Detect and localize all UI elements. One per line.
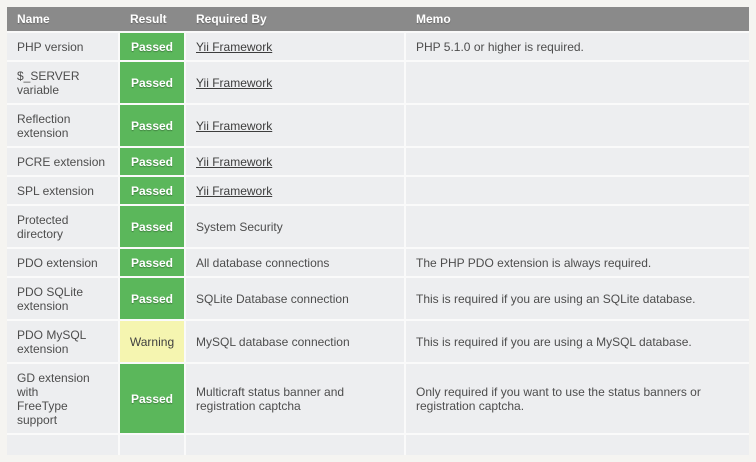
requirement-name-cell: GD extension with FreeType support: [7, 364, 120, 435]
result-badge: Warning: [120, 321, 186, 364]
required-by-cell: Yii Framework: [186, 177, 406, 206]
memo-cell: This is required if you are using an SQL…: [406, 278, 749, 321]
table-row: PDO MySQL extension Warning MySQL databa…: [7, 321, 749, 364]
result-badge: Passed: [120, 206, 186, 249]
result-badge: Passed: [120, 105, 186, 148]
requirement-name-cell: PHP version: [7, 33, 120, 62]
required-by-cell: SQLite Database connection: [186, 278, 406, 321]
table-body: PHP version Passed Yii Framework PHP 5.1…: [7, 33, 749, 455]
table-row: PCRE extension Passed Yii Framework: [7, 148, 749, 177]
table-row: Protected directory Passed System Securi…: [7, 206, 749, 249]
partial-cell: [7, 435, 120, 455]
result-badge: Passed: [120, 33, 186, 62]
table-row: PDO SQLite extension Passed SQLite Datab…: [7, 278, 749, 321]
required-by-cell: Yii Framework: [186, 105, 406, 148]
memo-cell: [406, 148, 749, 177]
requirement-name-cell: $_SERVER variable: [7, 62, 120, 105]
requirement-name-cell: Protected directory: [7, 206, 120, 249]
requirement-name-cell: PDO extension: [7, 249, 120, 278]
memo-cell: Only required if you want to use the sta…: [406, 364, 749, 435]
column-header-result: Result: [120, 7, 186, 33]
partial-cell: [120, 435, 186, 455]
required-by-link[interactable]: Yii Framework: [196, 75, 273, 90]
table-row: GD extension with FreeType support Passe…: [7, 364, 749, 435]
required-by-cell: MySQL database connection: [186, 321, 406, 364]
requirement-name-cell: PDO SQLite extension: [7, 278, 120, 321]
result-badge: Passed: [120, 62, 186, 105]
requirement-name-cell: Reflection extension: [7, 105, 120, 148]
requirement-name-cell: SPL extension: [7, 177, 120, 206]
header-row: Name Result Required By Memo: [7, 7, 749, 33]
column-header-required-by: Required By: [186, 7, 406, 33]
table-header: Name Result Required By Memo: [7, 7, 749, 33]
column-header-memo: Memo: [406, 7, 749, 33]
required-by-text: SQLite Database connection: [196, 291, 349, 306]
memo-cell: [406, 177, 749, 206]
required-by-text: System Security: [196, 219, 283, 234]
partial-cell: [186, 435, 406, 455]
required-by-cell: Multicraft status banner and registratio…: [186, 364, 406, 435]
partial-next-row: [7, 435, 749, 455]
result-badge: Passed: [120, 364, 186, 435]
result-badge: Passed: [120, 177, 186, 206]
column-header-name: Name: [7, 7, 120, 33]
requirements-table: Name Result Required By Memo PHP version…: [7, 7, 749, 455]
table-row: PDO extension Passed All database connec…: [7, 249, 749, 278]
result-badge: Passed: [120, 249, 186, 278]
required-by-link[interactable]: Yii Framework: [196, 118, 273, 133]
memo-cell: This is required if you are using a MySQ…: [406, 321, 749, 364]
partial-cell: [406, 435, 749, 455]
table-row: PHP version Passed Yii Framework PHP 5.1…: [7, 33, 749, 62]
memo-cell: PHP 5.1.0 or higher is required.: [406, 33, 749, 62]
requirement-name-cell: PDO MySQL extension: [7, 321, 120, 364]
required-by-text: Multicraft status banner and registratio…: [196, 384, 345, 413]
table-row: SPL extension Passed Yii Framework: [7, 177, 749, 206]
required-by-link[interactable]: Yii Framework: [196, 183, 273, 198]
required-by-cell: Yii Framework: [186, 33, 406, 62]
memo-cell: [406, 105, 749, 148]
required-by-link[interactable]: Yii Framework: [196, 154, 273, 169]
required-by-text: MySQL database connection: [196, 334, 350, 349]
required-by-cell: Yii Framework: [186, 148, 406, 177]
requirement-name-cell: PCRE extension: [7, 148, 120, 177]
result-badge: Passed: [120, 278, 186, 321]
required-by-link[interactable]: Yii Framework: [196, 39, 273, 54]
memo-cell: [406, 62, 749, 105]
required-by-cell: System Security: [186, 206, 406, 249]
memo-cell: The PHP PDO extension is always required…: [406, 249, 749, 278]
result-badge: Passed: [120, 148, 186, 177]
required-by-text: All database connections: [196, 255, 330, 270]
table-row: $_SERVER variable Passed Yii Framework: [7, 62, 749, 105]
memo-cell: [406, 206, 749, 249]
table-row: Reflection extension Passed Yii Framewor…: [7, 105, 749, 148]
required-by-cell: All database connections: [186, 249, 406, 278]
required-by-cell: Yii Framework: [186, 62, 406, 105]
